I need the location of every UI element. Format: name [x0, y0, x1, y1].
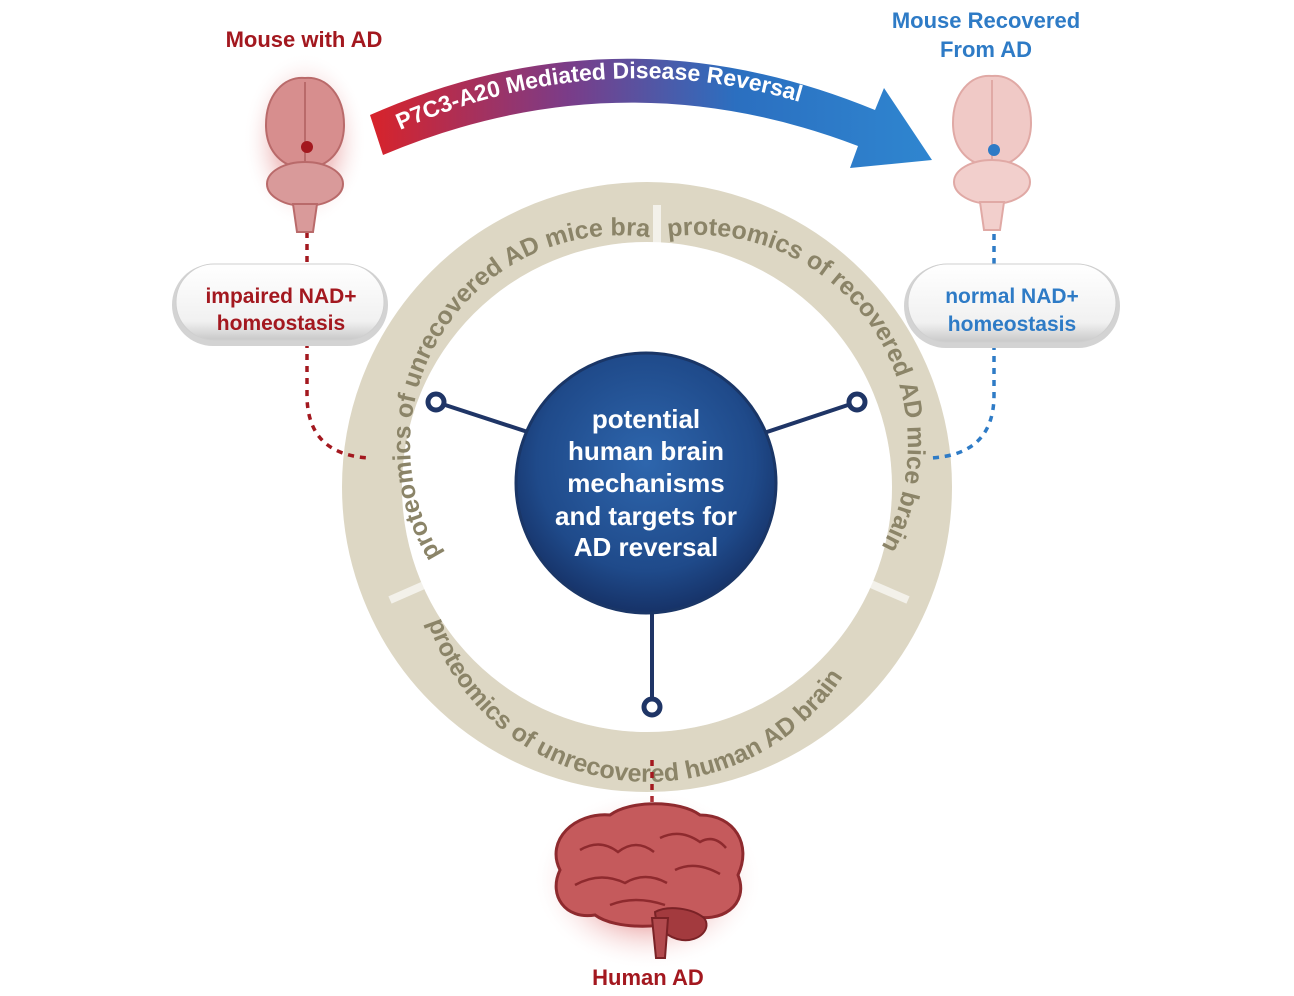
connector-node-bottom	[641, 696, 663, 718]
center-line-5: AD reversal	[574, 532, 719, 562]
pill-right: normal NAD+ homeostasis	[904, 263, 1120, 348]
dashed-path-right	[929, 150, 996, 460]
ring-band	[342, 182, 952, 792]
center-line-1: potential	[592, 404, 700, 434]
pill-right-line-2: homeostasis	[948, 313, 1076, 336]
human-brain-icon	[533, 790, 763, 970]
center-circle	[514, 351, 778, 615]
pill-left: impaired NAD+ homeostasis	[172, 263, 388, 346]
connector-node-left	[425, 391, 447, 413]
mouse-brain-ad-icon	[243, 52, 367, 233]
center-text: potential human brain mechanisms and tar…	[555, 404, 737, 562]
center-line-4: and targets for	[555, 501, 737, 531]
mouse-recovered-title-line-1: Mouse Recovered	[892, 8, 1080, 33]
mouse-recovered-title-line-2: From AD	[940, 37, 1032, 62]
reversal-arrow: P7C3-A20 Mediated Disease Reversal	[370, 57, 932, 168]
pill-right-line-1: normal NAD+	[945, 285, 1079, 308]
mouse-brain-recovered-icon	[951, 74, 1033, 231]
human-ad-title: Human AD	[592, 965, 704, 990]
center-line-2: human brain	[568, 436, 724, 466]
center-connectors	[435, 400, 858, 707]
pill-left-line-1: impaired NAD+	[205, 285, 356, 308]
center-line-3: mechanisms	[567, 468, 725, 498]
dashed-path-left	[305, 148, 371, 460]
mouse-ad-title: Mouse with AD	[226, 27, 383, 52]
connector-node-right	[846, 391, 868, 413]
pill-left-line-2: homeostasis	[217, 312, 345, 335]
